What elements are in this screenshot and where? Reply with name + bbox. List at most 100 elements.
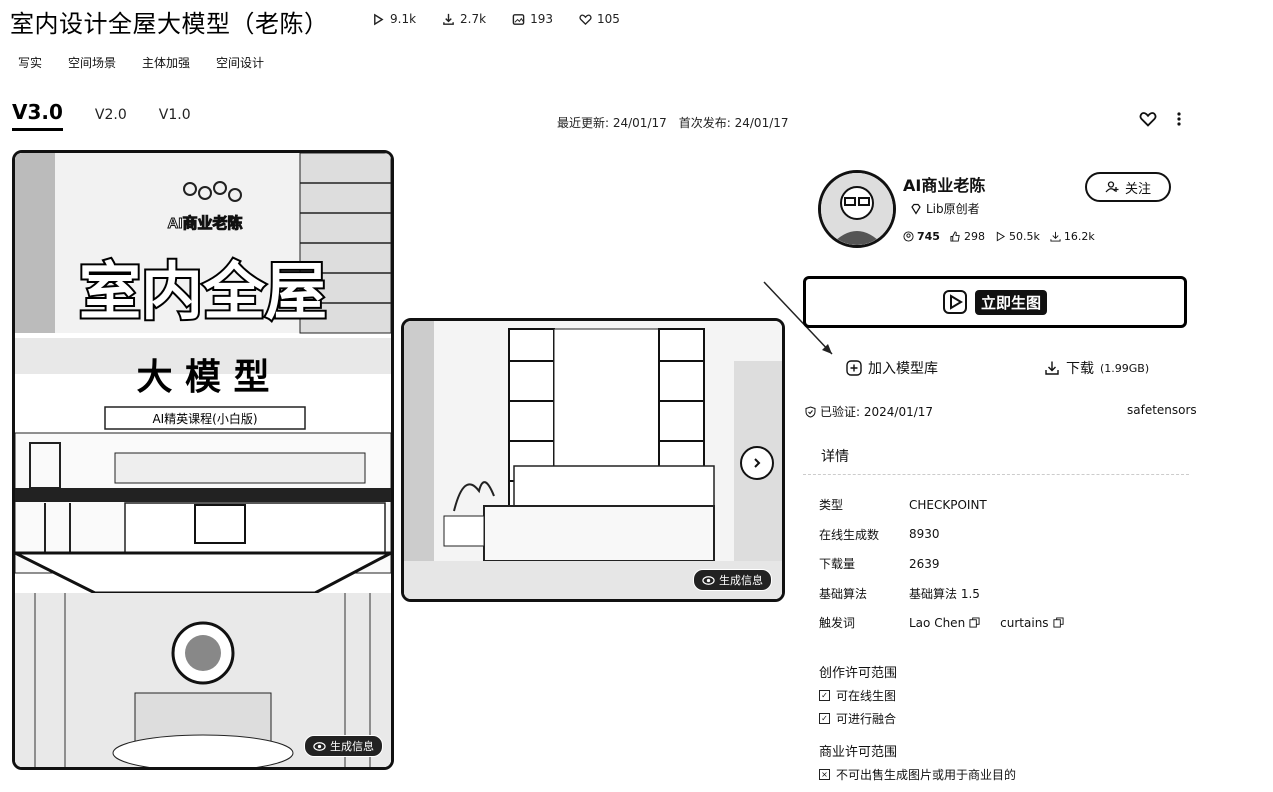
generate-now-label: 立即生图 xyxy=(974,289,1047,315)
thumbs-up-icon xyxy=(950,231,960,242)
heart-icon xyxy=(1139,112,1157,127)
image-brand-text: AI商业老陈 xyxy=(167,214,242,232)
detail-value: CHECKPOINT xyxy=(909,497,987,512)
bedroom-render-illustration xyxy=(404,321,782,599)
download-icon xyxy=(1045,361,1059,375)
verification-text: 已验证: 2024/01/17 xyxy=(820,405,934,419)
detail-value: 2639 xyxy=(909,556,940,571)
detail-value: 8930 xyxy=(909,527,940,542)
author-runs-stat: 50.5k xyxy=(995,230,1040,243)
cross-icon: × xyxy=(819,768,830,780)
detail-row: 类型 CHECKPOINT xyxy=(819,490,1078,520)
image-icon xyxy=(512,13,525,25)
play-circle-icon xyxy=(942,290,967,314)
verification-status: 已验证: 2024/01/17 xyxy=(805,403,933,420)
play-icon xyxy=(996,231,1006,242)
shield-check-icon xyxy=(805,405,816,418)
follow-button[interactable]: 关注 xyxy=(1085,172,1171,202)
tab-v2[interactable]: V2.0 xyxy=(94,107,127,123)
gallery-next-button[interactable] xyxy=(740,446,774,480)
detail-key: 在线生成数 xyxy=(819,527,880,542)
chevron-right-icon xyxy=(754,458,761,468)
add-user-icon xyxy=(1105,181,1119,193)
author-badge: Lib原创者 xyxy=(910,200,980,217)
license-item: ✓ 可在线生图 xyxy=(819,687,1078,704)
tag-item[interactable]: 主体加强 xyxy=(142,56,191,70)
generation-info-label: 生成信息 xyxy=(330,740,374,753)
generation-info-label: 生成信息 xyxy=(719,574,763,587)
more-vertical-icon xyxy=(1177,112,1181,126)
tab-v1[interactable]: V1.0 xyxy=(158,107,191,123)
download-icon xyxy=(1050,231,1061,242)
detail-row: 下载量 2639 xyxy=(819,549,1078,579)
license-item: × 不可出售生成图片或用于商业目的 xyxy=(819,766,1078,783)
detail-row: 基础算法 基础算法 1.5 xyxy=(819,579,1078,609)
detail-row-triggers: 触发词 Lao Chen curtains xyxy=(819,608,1078,638)
download-size: (1.99GB) xyxy=(1100,361,1150,375)
generation-info-button[interactable]: 生成信息 xyxy=(693,569,772,591)
followers-stat: 745 xyxy=(903,230,940,243)
tag-item[interactable]: 空间设计 xyxy=(216,56,265,70)
add-to-library-button[interactable]: 加入模型库 xyxy=(846,358,938,378)
generation-info-button[interactable]: 生成信息 xyxy=(304,735,383,757)
details-table: 类型 CHECKPOINT 在线生成数 8930 下载量 2639 基础算法 基… xyxy=(819,490,1078,783)
add-to-library-label: 加入模型库 xyxy=(868,361,938,377)
author-name[interactable]: AI商业老陈 xyxy=(903,176,986,195)
downloads-stat: 2.7k xyxy=(442,12,486,26)
preview-image-secondary[interactable]: 生成信息 xyxy=(401,318,785,602)
detail-key: 触发词 xyxy=(819,616,856,631)
detail-value: 基础算法 1.5 xyxy=(909,586,980,601)
last-updated: 最近更新: 24/01/17 xyxy=(557,116,667,130)
avatar[interactable] xyxy=(818,170,896,248)
model-stats: 9.1k 2.7k 193 105 xyxy=(372,12,620,26)
images-count: 193 xyxy=(530,12,553,26)
diamond-icon xyxy=(911,203,921,215)
image-title-text: 室内全屋 xyxy=(79,255,327,328)
file-format: safetensors xyxy=(1127,403,1197,417)
more-options-button[interactable] xyxy=(1168,108,1190,130)
tag-list: 写实 空间场景 主体加强 空间设计 xyxy=(18,54,264,71)
commercial-license-heading: 商业许可范围 xyxy=(819,744,898,760)
detail-key: 基础算法 xyxy=(819,586,868,601)
runs-stat: 9.1k xyxy=(372,12,416,26)
divider xyxy=(803,474,1189,475)
trigger-words: Lao Chen curtains xyxy=(909,616,1078,630)
detail-key: 类型 xyxy=(819,498,844,513)
play-icon xyxy=(374,13,384,25)
annotation-arrow xyxy=(763,281,833,355)
tag-item[interactable]: 写实 xyxy=(18,56,43,70)
images-stat: 193 xyxy=(512,12,553,26)
heart-icon xyxy=(579,14,592,25)
check-icon: ✓ xyxy=(819,712,830,724)
interior-render-illustration: AI商业老陈 室内全屋 大 模 型 AI精英课程(小白版) xyxy=(15,153,391,767)
download-icon xyxy=(443,13,454,25)
likes-count: 105 xyxy=(597,12,620,26)
download-label: 下载 xyxy=(1066,361,1094,377)
version-dates: 最近更新: 24/01/17 首次发布: 24/01/17 xyxy=(557,114,789,131)
likes-stat: 105 xyxy=(579,12,620,26)
details-heading: 详情 xyxy=(821,449,849,465)
trigger-word-copy[interactable]: curtains xyxy=(1000,616,1064,630)
user-circle-icon xyxy=(903,231,914,242)
eye-icon xyxy=(313,741,326,751)
detail-row: 在线生成数 8930 xyxy=(819,520,1078,550)
page-title: 室内设计全屋大模型（老陈） xyxy=(10,10,329,38)
downloads-count: 2.7k xyxy=(460,12,487,26)
preview-image-main[interactable]: AI商业老陈 室内全屋 大 模 型 AI精英课程(小白版) 生成信息 xyxy=(12,150,394,770)
runs-count: 9.1k xyxy=(390,12,417,26)
download-button[interactable]: 下载 (1.99GB) xyxy=(1044,358,1149,378)
image-course-text: AI精英课程(小白版) xyxy=(152,411,257,426)
author-stats: 745 298 50.5k 16.2k xyxy=(903,230,1095,243)
trigger-word-copy[interactable]: Lao Chen xyxy=(909,616,980,630)
eye-icon xyxy=(702,575,715,585)
generate-now-button[interactable]: 立即生图 xyxy=(803,276,1187,328)
detail-key: 下载量 xyxy=(819,557,856,572)
check-icon: ✓ xyxy=(819,689,830,701)
tab-v3[interactable]: V3.0 xyxy=(12,100,63,131)
follow-label: 关注 xyxy=(1124,181,1151,197)
author-likes-stat: 298 xyxy=(950,230,985,243)
tag-item[interactable]: 空间场景 xyxy=(68,56,117,70)
avatar-image xyxy=(821,173,893,245)
favorite-button[interactable] xyxy=(1137,108,1159,130)
license-item: ✓ 可进行融合 xyxy=(819,710,1078,727)
